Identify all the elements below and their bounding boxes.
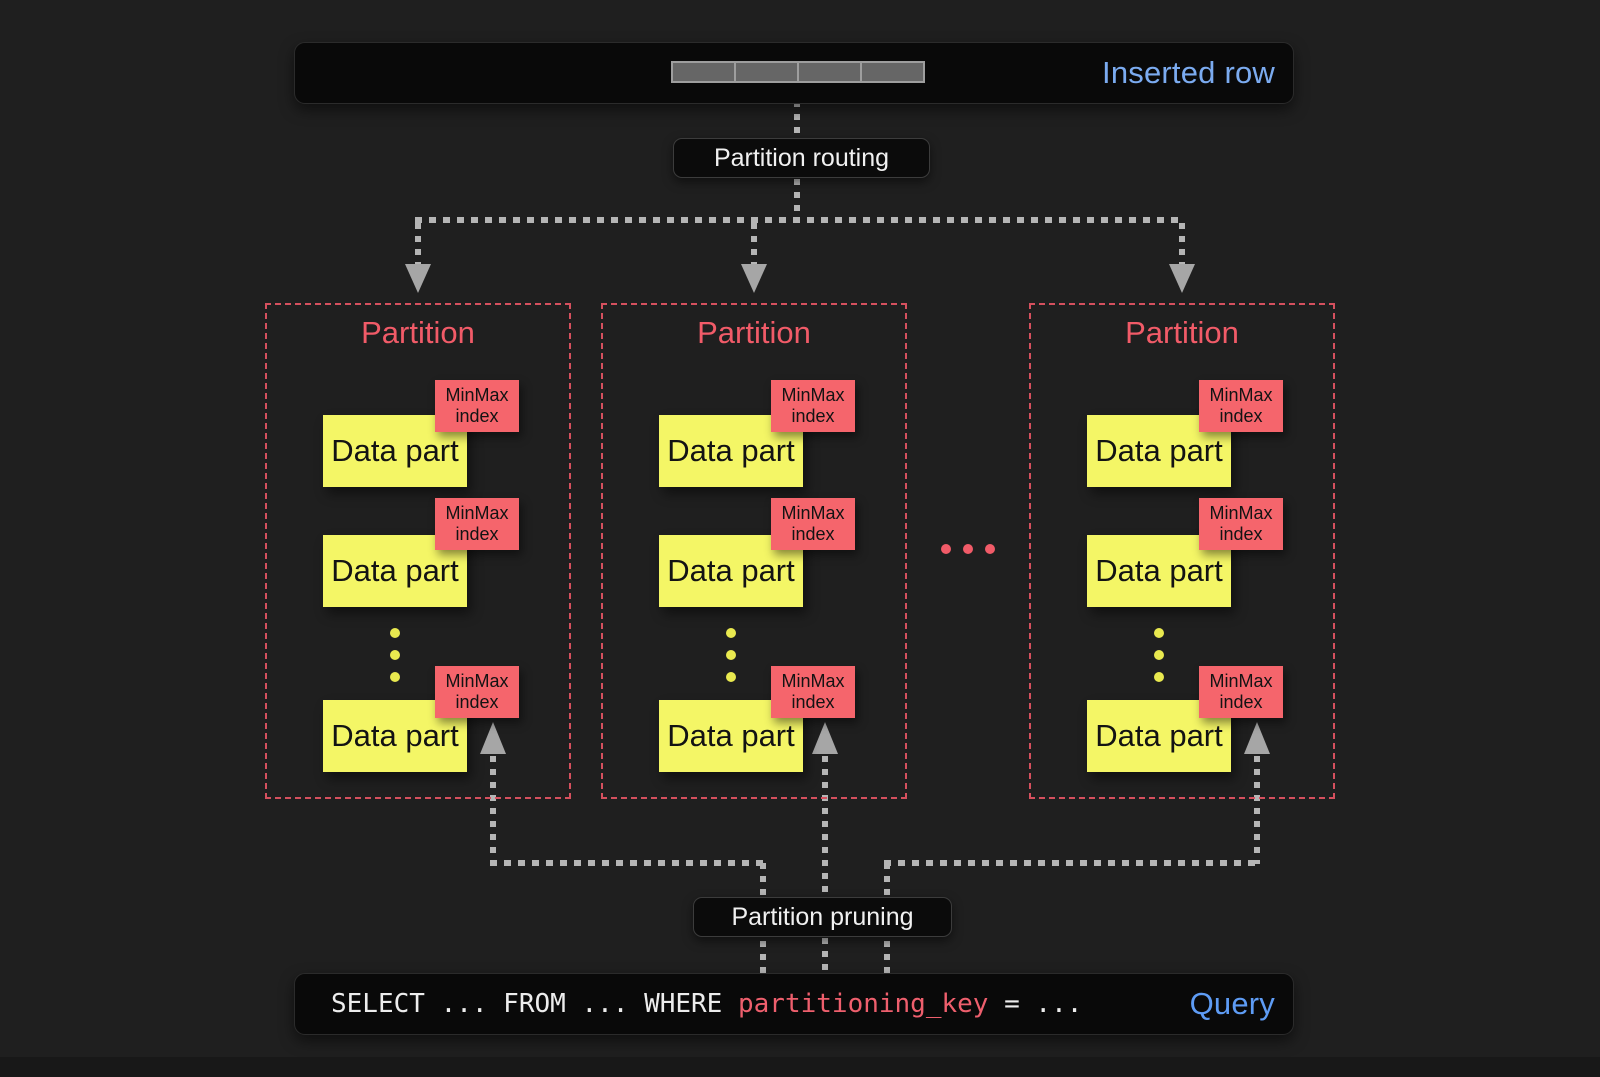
hidden-parts-dot xyxy=(1154,628,1164,638)
dotted-line-drop-right xyxy=(1179,223,1185,266)
minmax-line1: MinMax xyxy=(1209,385,1273,405)
dotted-line-drop-left xyxy=(415,223,421,266)
data-part-label: Data part xyxy=(667,433,795,468)
dotted-line-bottom-left xyxy=(490,860,766,866)
inserted-row-bar: Inserted row xyxy=(294,42,1294,104)
minmax-line2: index xyxy=(455,692,499,712)
data-part-box: Data part xyxy=(323,535,467,607)
arrow-up-icon xyxy=(480,722,506,754)
data-part-label: Data part xyxy=(1095,718,1223,753)
minmax-line2: index xyxy=(791,406,835,426)
more-parts-dots xyxy=(726,628,736,694)
partition-title: Partition xyxy=(697,315,811,350)
data-part-label: Data part xyxy=(1095,433,1223,468)
partition-title: Partition xyxy=(361,315,475,350)
partition-routing-label: Partition routing xyxy=(673,138,930,178)
row-cell xyxy=(734,61,799,83)
data-part-label: Data part xyxy=(331,553,459,588)
dotted-line-drop-middle xyxy=(751,223,757,266)
arrow-up-icon xyxy=(812,722,838,754)
minmax-line1: MinMax xyxy=(781,671,845,691)
hidden-parts-dot xyxy=(390,672,400,682)
sql-after: = ... xyxy=(988,989,1083,1019)
dotted-line-routing-branch xyxy=(415,217,1185,223)
data-part-label: Data part xyxy=(667,718,795,753)
dotted-line-bottom-right xyxy=(884,860,1260,866)
minmax-line2: index xyxy=(1219,406,1263,426)
query-bar: SELECT ... FROM ... WHERE partitioning_k… xyxy=(294,973,1294,1035)
data-part-box: Data part xyxy=(323,700,467,772)
hidden-parts-dot xyxy=(1154,650,1164,660)
minmax-line1: MinMax xyxy=(445,503,509,523)
row-cell xyxy=(671,61,736,83)
minmax-line2: index xyxy=(1219,524,1263,544)
minmax-line2: index xyxy=(455,524,499,544)
row-cell xyxy=(860,61,925,83)
minmax-line1: MinMax xyxy=(445,385,509,405)
data-part-label: Data part xyxy=(331,718,459,753)
arrow-up-icon xyxy=(1244,722,1270,754)
data-part-label: Data part xyxy=(667,553,795,588)
sql-text: SELECT ... FROM ... WHERE partitioning_k… xyxy=(331,989,1082,1019)
hidden-parts-dot xyxy=(390,628,400,638)
minmax-line2: index xyxy=(791,524,835,544)
query-label: Query xyxy=(1189,986,1275,1021)
bottom-strip xyxy=(0,1057,1600,1077)
minmax-line2: index xyxy=(791,692,835,712)
minmax-line2: index xyxy=(455,406,499,426)
hidden-parts-dot xyxy=(1154,672,1164,682)
minmax-line2: index xyxy=(1219,692,1263,712)
more-parts-dots xyxy=(390,628,400,694)
ellipsis-dot xyxy=(941,544,951,554)
dotted-line-tail-right xyxy=(1254,756,1260,864)
more-parts-dots xyxy=(1154,628,1164,694)
data-part-label: Data part xyxy=(331,433,459,468)
minmax-line1: MinMax xyxy=(445,671,509,691)
minmax-line1: MinMax xyxy=(781,503,845,523)
partition-pruning-label: Partition pruning xyxy=(693,897,952,937)
minmax-line1: MinMax xyxy=(1209,671,1273,691)
inserted-row-label: Inserted row xyxy=(1102,55,1275,90)
arrow-down-icon xyxy=(1169,264,1195,293)
hidden-parts-dot xyxy=(726,672,736,682)
sql-partitioning-key: partitioning_key xyxy=(738,989,989,1019)
arrow-down-icon xyxy=(405,264,431,293)
dotted-line-tail-middle xyxy=(822,756,828,973)
minmax-line1: MinMax xyxy=(1209,503,1273,523)
inserted-row-cells xyxy=(671,61,925,83)
hidden-parts-dot xyxy=(390,650,400,660)
minmax-line1: MinMax xyxy=(781,385,845,405)
more-partitions-ellipsis xyxy=(941,544,995,554)
sql-before: SELECT ... FROM ... WHERE xyxy=(331,989,738,1019)
hidden-parts-dot xyxy=(726,650,736,660)
hidden-parts-dot xyxy=(726,628,736,638)
ellipsis-dot xyxy=(985,544,995,554)
partition-title: Partition xyxy=(1125,315,1239,350)
row-cell xyxy=(797,61,862,83)
ellipsis-dot xyxy=(963,544,973,554)
data-part-label: Data part xyxy=(1095,553,1223,588)
arrow-down-icon xyxy=(741,264,767,293)
dotted-line-tail-left xyxy=(490,756,496,864)
